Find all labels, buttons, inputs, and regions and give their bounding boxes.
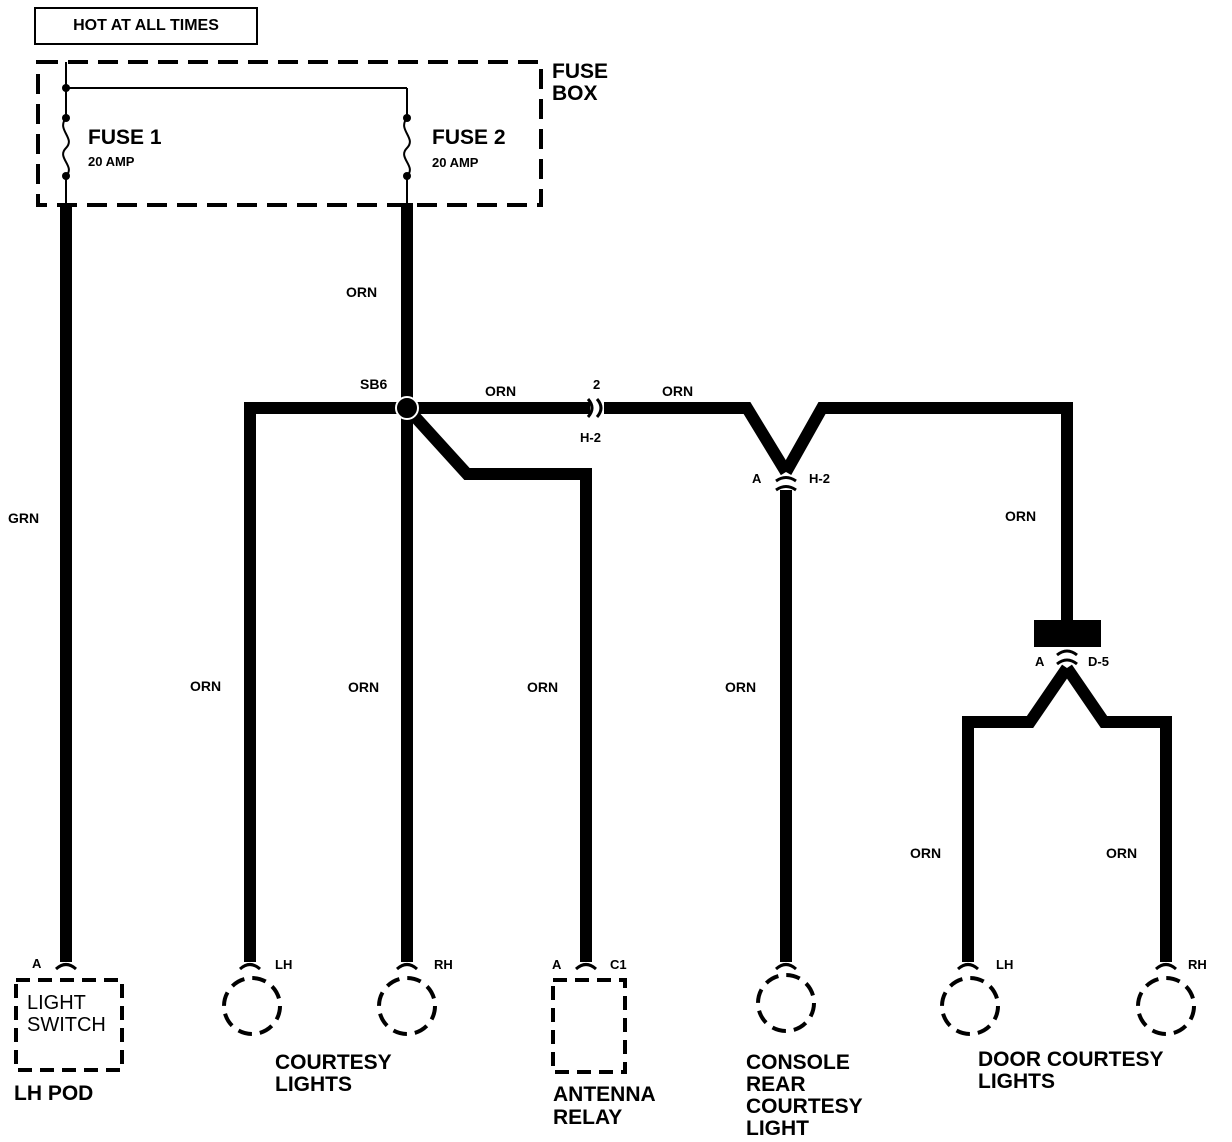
fuse-2-name: FUSE 2 (432, 126, 506, 149)
fuse-2-rating: 20 AMP (432, 155, 479, 170)
connector-d5 (1056, 649, 1078, 666)
light-switch-label-1: LIGHT (27, 992, 86, 1014)
wire-door-rh (1062, 664, 1172, 962)
connector-h2-top (586, 398, 603, 418)
wire-label-grn: GRN (8, 510, 39, 526)
fuse-1-rating: 20 AMP (88, 154, 135, 169)
wire-antenna (402, 403, 592, 962)
door-courtesy-light-rh (1136, 976, 1196, 1036)
antenna-relay-outline (551, 978, 627, 1074)
splice-sb6 (395, 396, 419, 420)
light-switch-pin: A (32, 956, 42, 971)
wire-label-antenna: ORN (527, 679, 558, 695)
connector-d5-name: D-5 (1088, 654, 1109, 669)
wire-label-fuse2: ORN (346, 284, 377, 300)
terminal-connectors (54, 963, 1178, 971)
connector-h2-mid-pin: A (752, 471, 762, 486)
courtesy-rh-label: RH (434, 957, 453, 972)
fuse-feed (65, 62, 408, 118)
antenna-relay-connector: C1 (610, 957, 627, 972)
courtesy-light-rh (377, 976, 437, 1036)
hot-at-all-times-box: HOT AT ALL TIMES (34, 7, 258, 45)
wire-label-door-rh: ORN (1106, 845, 1137, 861)
wire-h2-to-console-split (604, 402, 792, 476)
wire-label-console: ORN (725, 679, 756, 695)
door-courtesy-light-lh (940, 976, 1000, 1036)
wire-label-courtesy-lh: ORN (190, 678, 221, 694)
courtesy-light-lh (222, 976, 282, 1036)
wire-label-courtesy-rh: ORN (348, 679, 379, 695)
fuse-box-label-1: FUSE (552, 60, 608, 83)
connector-h2-top-name: H-2 (580, 430, 601, 445)
console-label-3: COURTESY (746, 1095, 863, 1118)
wire-door-lh (962, 664, 1072, 962)
wire-label-after-h2: ORN (662, 383, 693, 399)
connector-h2-top-pin: 2 (593, 377, 600, 392)
wire-split-to-d5 (780, 402, 1073, 620)
light-switch-outline (14, 978, 124, 1072)
fuse-box-outline (36, 60, 543, 207)
hot-at-all-times-label: HOT AT ALL TIMES (73, 17, 219, 34)
courtesy-lights-label-2: LIGHTS (275, 1073, 352, 1096)
door-lh-label: LH (996, 957, 1013, 972)
console-label-1: CONSOLE (746, 1051, 850, 1074)
antenna-relay-label-2: RELAY (553, 1106, 622, 1129)
console-label-4: LIGHT (746, 1117, 809, 1140)
wire-courtesy-lh (244, 402, 407, 962)
door-courtesy-label-1: DOOR COURTESY (978, 1048, 1164, 1071)
door-courtesy-label-2: LIGHTS (978, 1070, 1055, 1093)
antenna-relay-label-1: ANTENNA (553, 1083, 656, 1106)
console-rear-courtesy-light (756, 973, 816, 1033)
wire-label-to-d5: ORN (1005, 508, 1036, 524)
console-label-2: REAR (746, 1073, 806, 1096)
courtesy-lights-label-1: COURTESY (275, 1051, 392, 1074)
connector-h2-mid-name: H-2 (809, 471, 830, 486)
door-rh-label: RH (1188, 957, 1207, 972)
lh-pod-label: LH POD (14, 1082, 93, 1105)
fuse-box-label-2: BOX (552, 82, 598, 105)
connector-d5-pin: A (1035, 654, 1045, 669)
connector-h2-mid (775, 476, 797, 492)
fuse-2-symbol (403, 114, 411, 205)
splice-sb6-label: SB6 (360, 376, 387, 392)
light-switch-label-2: SWITCH (27, 1014, 106, 1036)
courtesy-lh-label: LH (275, 957, 292, 972)
wire-label-to-h2: ORN (485, 383, 516, 399)
fuse-1-symbol (62, 84, 70, 205)
fuse-1-name: FUSE 1 (88, 126, 162, 149)
wire-label-door-lh: ORN (910, 845, 941, 861)
antenna-relay-pin: A (552, 957, 562, 972)
connector-d5-block (1034, 620, 1101, 647)
